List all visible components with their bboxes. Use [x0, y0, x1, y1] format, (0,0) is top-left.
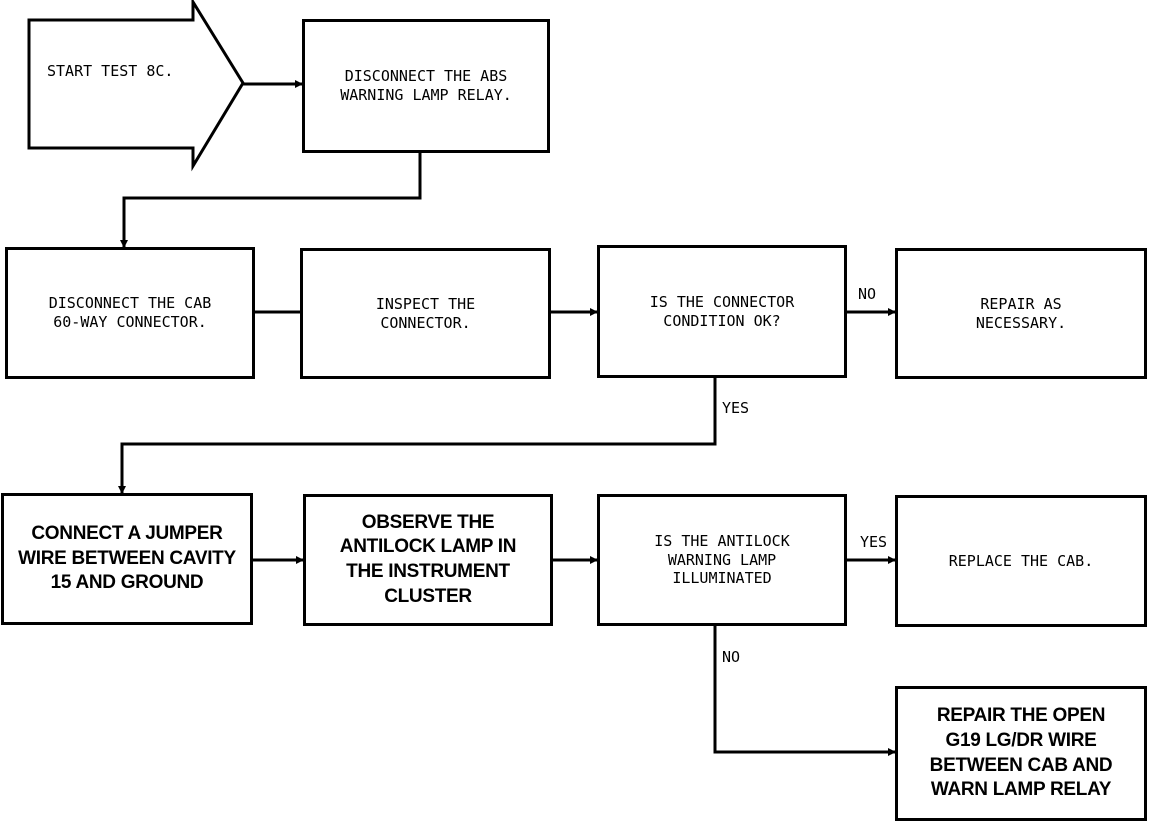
connect-jumper-box: CONNECT A JUMPER WIRE BETWEEN CAVITY 15 …: [1, 493, 253, 625]
replace-cab-box: REPLACE THE CAB.: [895, 495, 1147, 627]
replace-cab-text: REPLACE THE CAB.: [948, 551, 1094, 570]
edge-label-yes-lamp: YES: [860, 533, 888, 551]
repair-open-wire-text: REPAIR THE OPEN G19 LG/DR WIRE BETWEEN C…: [929, 705, 1113, 801]
repair-necessary-box: REPAIR AS NECESSARY.: [895, 248, 1147, 379]
edge-question-to-repair-wire: [713, 626, 896, 756]
start-test-label: START TEST 8C.: [47, 62, 174, 80]
disconnect-relay-text: DISCONNECT THE ABS WARNING LAMP RELAY.: [340, 67, 512, 104]
edge-relay-to-cab: [120, 152, 422, 248]
connect-jumper-text: CONNECT A JUMPER WIRE BETWEEN CAVITY 15 …: [18, 522, 236, 594]
edge-label-yes-connector: YES: [722, 399, 750, 417]
observe-lamp-text: OBSERVE THE ANTILOCK LAMP IN THE INSTRUM…: [339, 511, 517, 607]
edge-question-to-jumper: [118, 378, 717, 494]
inspect-connector-text: INSPECT THE CONNECTOR.: [375, 294, 476, 332]
disconnect-cab-text: DISCONNECT THE CAB 60-WAY CONNECTOR.: [48, 294, 212, 331]
edge-label-no-connector: NO: [858, 285, 877, 303]
inspect-connector-box: INSPECT THE CONNECTOR.: [300, 248, 551, 379]
start-arrow-shape: [27, 0, 245, 172]
connector-ok-question-text: IS THE CONNECTOR CONDITION OK?: [649, 292, 795, 330]
connector-ok-question-box: IS THE CONNECTOR CONDITION OK?: [597, 245, 847, 378]
observe-lamp-box: OBSERVE THE ANTILOCK LAMP IN THE INSTRUM…: [303, 494, 553, 626]
disconnect-relay-box: DISCONNECT THE ABS WARNING LAMP RELAY.: [302, 19, 550, 153]
edge-label-no-lamp: NO: [722, 648, 741, 666]
lamp-illuminated-question-box: IS THE ANTILOCK WARNING LAMP ILLUMINATED: [597, 494, 847, 626]
lamp-illuminated-question-text: IS THE ANTILOCK WARNING LAMP ILLUMINATED: [654, 531, 790, 588]
repair-open-wire-box: REPAIR THE OPEN G19 LG/DR WIRE BETWEEN C…: [895, 686, 1147, 821]
disconnect-cab-box: DISCONNECT THE CAB 60-WAY CONNECTOR.: [5, 247, 255, 379]
repair-necessary-text: REPAIR AS NECESSARY.: [975, 294, 1067, 332]
